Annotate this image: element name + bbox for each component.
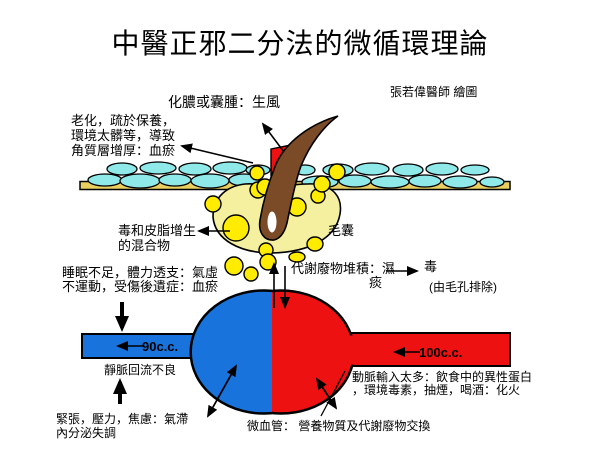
arrow-exchange-blue-down <box>207 365 237 418</box>
hair-root-highlight <box>267 211 277 233</box>
arrows <box>113 122 420 418</box>
label-hair-follicle: 毛囊 <box>328 223 355 238</box>
corneum-cell-layer <box>87 161 505 189</box>
capillary-venous-half <box>190 290 272 414</box>
label-pore-excretion: (由毛孔排除) <box>429 280 497 294</box>
label-capillary-exchange: 微血管： 營養物質及代謝廢物交換 <box>247 419 431 433</box>
capillary-outline <box>189 289 273 415</box>
label-vein-return: 靜脈回流不良 <box>104 363 177 377</box>
label-vein-volume: 90c.c. <box>142 339 179 354</box>
label-stress-qi-stagnation: 緊張，壓力，焦慮：氣滯 內分泌失調 <box>56 412 189 440</box>
label-pus-cyst: 化膿或囊腫：生風 <box>168 94 280 110</box>
page-title: 中醫正邪二分法的微循環理論 <box>111 29 489 60</box>
label-metabolic-waste-line2: 痰 <box>369 275 383 290</box>
author-credit: 張若偉醫師 繪圖 <box>390 85 478 99</box>
label-metabolic-waste-line1: 代謝廢物堆積：濕 <box>291 261 396 276</box>
artery-tube <box>347 332 511 367</box>
exchange-cross-line <box>320 370 346 417</box>
label-qi-deficiency: 睡眠不足，體力透支：氣虛 不運動，受傷後遺症：血瘀 <box>62 265 219 294</box>
label-aging-corneum: 老化，疏於保養， 環境太髒等，導致 角質層增厚：血瘀 <box>71 113 176 158</box>
artery-junction-patch <box>342 335 356 365</box>
arrow-to-aging-label <box>180 143 254 164</box>
label-artery-input: 動脈輸入太多：飲食中的異性蛋白 ，環境毒素，抽煙，喝酒：化火 <box>352 370 533 397</box>
hair-shaft <box>258 115 339 241</box>
sebum-droplets <box>204 163 346 258</box>
label-artery-volume: 100c.c. <box>419 345 463 360</box>
label-toxin-sebum-mixture: 毒和皮脂增生 的混合物 <box>118 223 197 253</box>
arrow-exchange-red-down <box>316 378 338 410</box>
vein-junction-patch <box>204 336 218 356</box>
falling-waste-droplets <box>224 251 306 282</box>
arrow-to-pus-label <box>261 122 285 153</box>
label-toxin: 毒 <box>424 259 438 274</box>
